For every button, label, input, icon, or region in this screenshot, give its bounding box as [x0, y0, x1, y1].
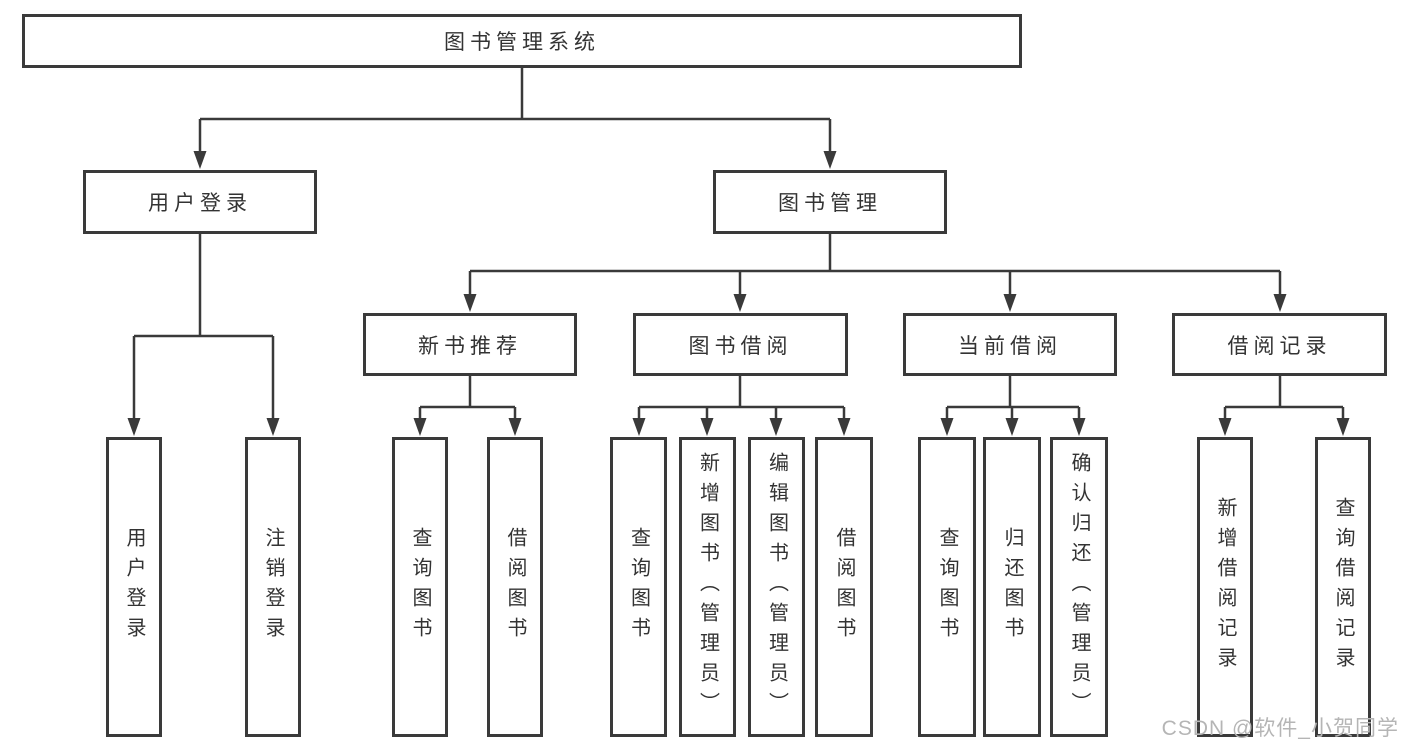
connector-root-to-level2 [198, 68, 832, 152]
leaf-query-books: 查询图书 [610, 437, 667, 737]
node-book-borrowing: 图书借阅 [633, 313, 848, 376]
connector-user-login-children [132, 234, 275, 419]
arrow-icon [837, 418, 851, 436]
node-current-borrowing: 当前借阅 [903, 313, 1117, 376]
node-library-system: 图书管理系统 [22, 14, 1022, 68]
connector-new-book-rec-children [418, 376, 517, 419]
arrow-icon [1336, 418, 1350, 436]
node-borrowing-records: 借阅记录 [1172, 313, 1387, 376]
leaf-logout: 注销登录 [245, 437, 301, 737]
watermark: CSDN @软件_小贺同学 [1161, 717, 1399, 740]
leaf-add-books-admin: 新增图书（管理员） [679, 437, 736, 737]
leaf-borrow-books: 借阅图书 [487, 437, 543, 737]
arrow-icon [1273, 294, 1287, 312]
connector-book-borrow-children [637, 376, 846, 419]
connector-book-mgmt-children [468, 234, 1282, 296]
arrow-icon [1218, 418, 1232, 436]
leaf-borrow-books: 借阅图书 [815, 437, 873, 737]
leaf-query-borrow-record: 查询借阅记录 [1315, 437, 1371, 737]
leaf-confirm-return-admin: 确认归还（管理员） [1050, 437, 1108, 737]
connector-borrow-records-children [1223, 376, 1345, 419]
arrow-icon [1005, 418, 1019, 436]
leaf-add-borrow-record: 新增借阅记录 [1197, 437, 1253, 737]
leaf-query-books: 查询图书 [918, 437, 976, 737]
node-new-book-recommendation: 新书推荐 [363, 313, 577, 376]
node-user-login: 用户登录 [83, 170, 317, 234]
node-book-management: 图书管理 [713, 170, 947, 234]
arrow-icon [700, 418, 714, 436]
arrow-icon [1072, 418, 1086, 436]
arrow-icon [193, 151, 207, 169]
arrow-icon [823, 151, 837, 169]
arrow-icon [266, 418, 280, 436]
arrow-icon [127, 418, 141, 436]
arrow-icon [940, 418, 954, 436]
arrow-icon [413, 418, 427, 436]
arrow-icon [733, 294, 747, 312]
arrow-icon [463, 294, 477, 312]
arrow-icon [508, 418, 522, 436]
arrow-icon [769, 418, 783, 436]
leaf-user-login: 用户登录 [106, 437, 162, 737]
arrow-icon [1003, 294, 1017, 312]
leaf-return-books: 归还图书 [983, 437, 1041, 737]
leaf-edit-books-admin: 编辑图书（管理员） [748, 437, 805, 737]
leaf-query-books: 查询图书 [392, 437, 448, 737]
arrow-icon [632, 418, 646, 436]
connector-current-borrow-children [945, 376, 1081, 419]
